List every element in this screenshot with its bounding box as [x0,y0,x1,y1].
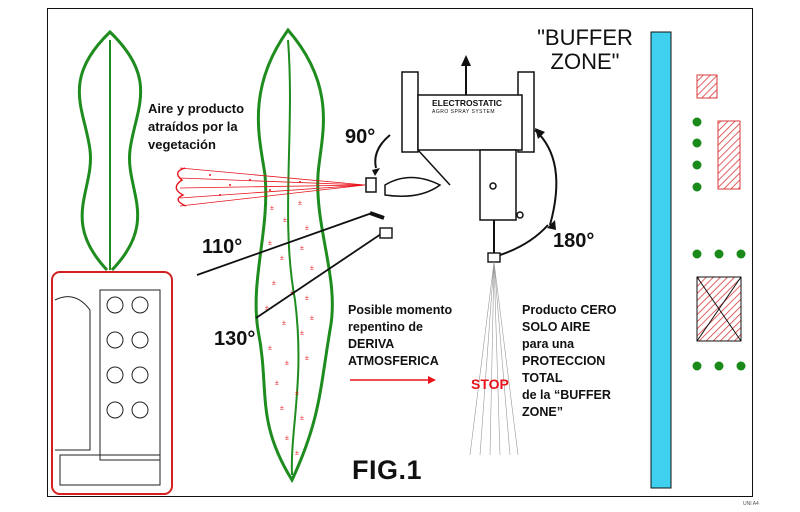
machine-inset [51,271,173,495]
brand-logo: ELECTROSTATIC AGRO SPRAY SYSTEM [432,99,502,117]
spray-particles: ±±±± ±±±± ±±±± ±±±± ±±±± ±±±± [265,200,314,457]
brand-sub: AGRO SPRAY SYSTEM [432,109,496,115]
svg-text:±: ± [305,355,309,362]
zero-line4: PROTECCION [522,354,606,368]
svg-text:±: ± [270,205,274,212]
drift-text: Posible momento repentino de DERIVA ATMO… [348,302,452,370]
svg-text:±: ± [280,405,284,412]
plant-left [77,29,143,272]
buffer-river [650,31,672,489]
svg-text:±: ± [305,295,309,302]
svg-text:±: ± [305,225,309,232]
zero-line2: SOLO AIRE [522,320,591,334]
drift-line1: Posible momento [348,303,453,317]
angle-180: 180° [553,230,595,252]
figure-frame [47,8,753,497]
svg-text:±: ± [268,240,272,247]
svg-text:±: ± [272,280,276,287]
svg-text:±: ± [310,315,314,322]
downward-mist [469,261,519,456]
sprayer-machine [365,71,535,221]
spray-cone [179,167,366,207]
svg-text:±: ± [285,435,289,442]
figure-label: FIG.1 [352,455,423,485]
svg-text:±: ± [295,390,299,397]
angle-90: 90° [345,126,376,148]
brand-name: ELECTROSTATIC [432,98,503,108]
veg-line3: vegetación [148,137,216,152]
zero-product-text: Producto CERO SOLO AIRE para una PROTECC… [522,302,616,421]
buffer-zone-title: "BUFFER ZONE" [520,26,650,74]
tree-dots [692,117,746,371]
drift-line2: repentino de [348,320,424,334]
zero-line1: Producto CERO [522,303,617,317]
svg-text:±: ± [298,200,302,207]
hatched-plot-2 [717,120,741,190]
corner-code: UNI A4 [743,501,759,507]
svg-text:±: ± [282,320,286,327]
stop-label: STOP [471,376,509,392]
drift-line3: DERIVA [348,337,395,351]
svg-text:±: ± [300,330,304,337]
buffer-title-line1: "BUFFER [537,25,633,50]
svg-text:±: ± [310,265,314,272]
zero-line5: TOTAL [522,371,563,385]
buffer-title-line2: ZONE" [550,49,620,74]
zero-line7: ZONE” [522,405,563,419]
veg-line2: atraídos por la [148,119,238,134]
plant-right [254,27,334,484]
drift-line4: ATMOSFERICA [348,354,439,368]
svg-text:±: ± [295,450,299,457]
zero-line6: de la “BUFFER [522,388,611,402]
vegetation-caption: Aire y producto atraídos por la vegetaci… [148,100,244,154]
svg-text:±: ± [280,255,284,262]
svg-text:±: ± [268,345,272,352]
svg-text:±: ± [265,305,269,312]
zero-line3: para una [522,337,575,351]
angle-130: 130° [214,328,256,350]
veg-line1: Aire y producto [148,101,245,116]
svg-text:±: ± [300,245,304,252]
svg-text:±: ± [283,217,287,224]
svg-text:±: ± [275,380,279,387]
svg-text:±: ± [285,360,289,367]
hatched-plot-1 [696,74,718,99]
angle-110: 110° [202,236,243,258]
svg-text:±: ± [300,415,304,422]
